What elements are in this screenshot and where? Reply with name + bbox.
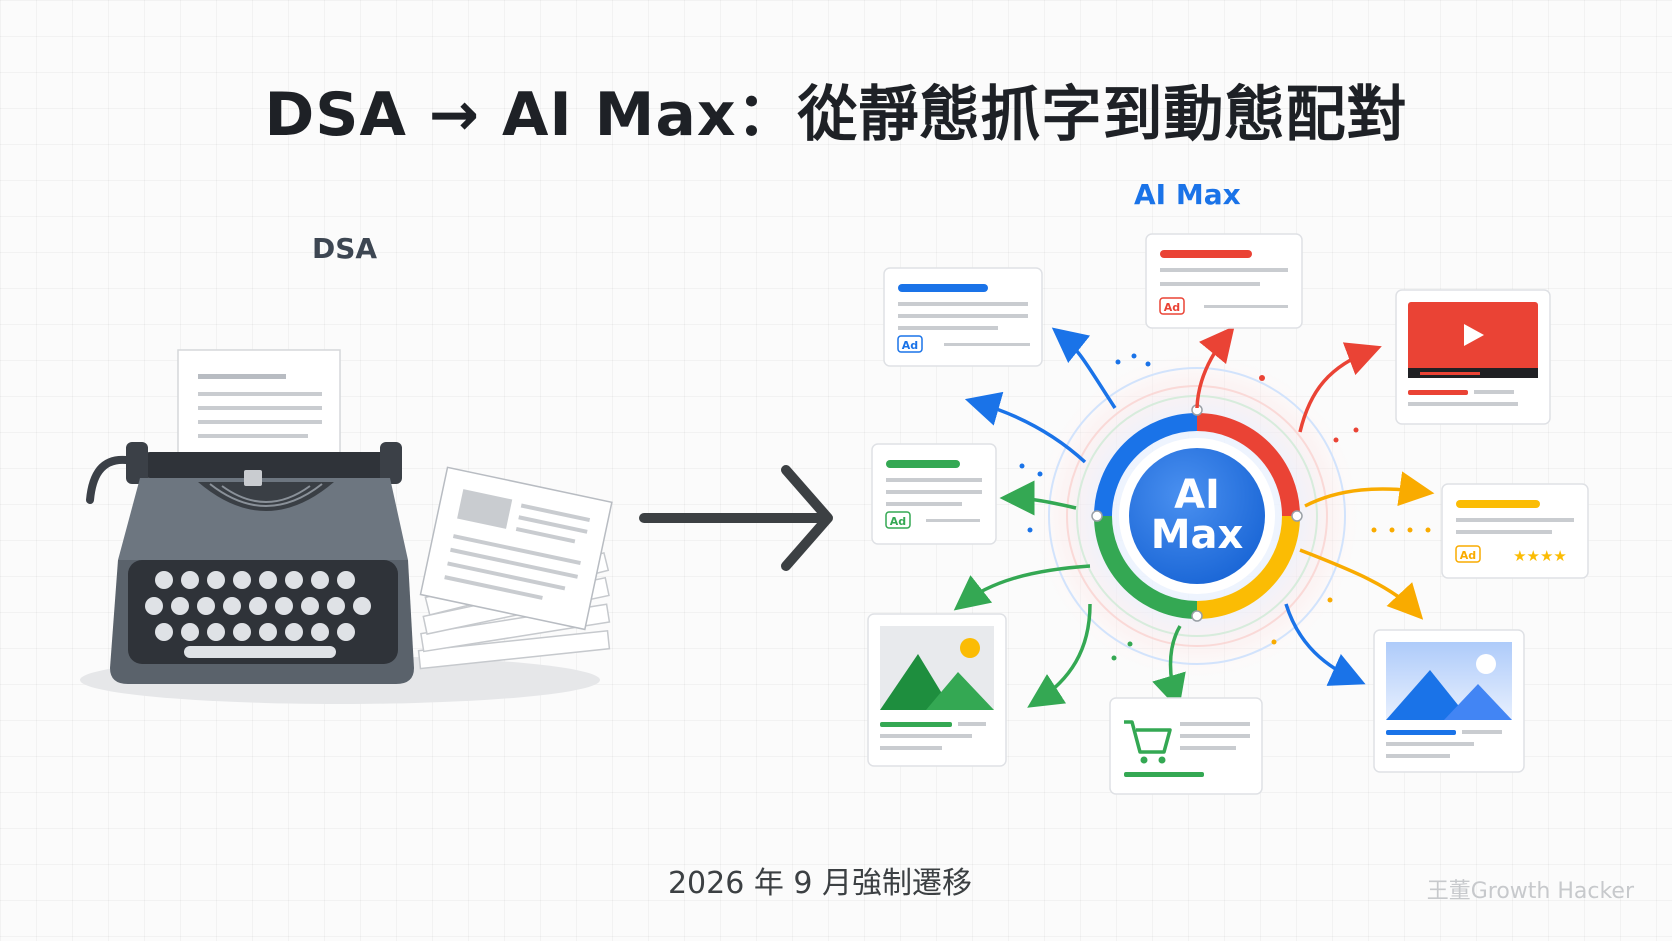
image-ad-card-blue: [1373, 629, 1525, 773]
ad-badge-blue: Ad: [902, 339, 918, 352]
connector-arrows: [953, 325, 1435, 711]
ad-badge-yellow: Ad: [1460, 549, 1476, 562]
connector-dots: [1019, 353, 1431, 661]
page-title: DSA → AI Max：從靜態抓字到動態配對: [264, 80, 1408, 150]
hub-text-line2: Max: [1151, 512, 1244, 558]
review-ad-card: [1441, 483, 1589, 579]
transition-arrow: [639, 465, 833, 571]
text-ad-card-red: [1145, 233, 1303, 329]
shopping-cart-icon: [1124, 720, 1172, 754]
image-ad-card-green: [867, 613, 1007, 767]
ad-badge-green: Ad: [890, 515, 906, 528]
ai-max-hub: [1027, 346, 1367, 686]
play-icon: [1464, 324, 1484, 346]
hub-text-line1: AI: [1174, 472, 1220, 518]
migration-date-caption: 2026 年 9 月強制遷移: [667, 866, 973, 901]
text-ad-card-green: [871, 443, 997, 545]
paper-stack-illustration: [417, 466, 613, 670]
text-ad-card-blue: [883, 267, 1043, 367]
video-ad-card: [1395, 289, 1551, 425]
ai-max-label: AI Max: [1134, 178, 1241, 211]
shopping-ad-card: [1109, 697, 1263, 795]
star-rating-icon: ★★★★: [1513, 547, 1567, 565]
watermark: 王董Growth Hacker: [1426, 879, 1634, 904]
dsa-label: DSA: [312, 232, 378, 265]
ad-badge-red: Ad: [1164, 301, 1180, 314]
typewriter-illustration: [80, 349, 600, 704]
